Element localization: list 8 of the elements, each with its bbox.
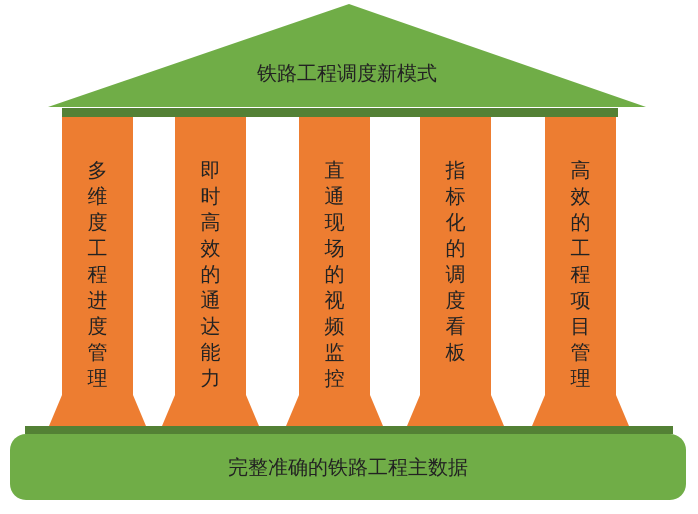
base-label: 完整准确的铁路工程主数据	[227, 454, 469, 481]
roof-label: 铁路工程调度新模式	[256, 60, 438, 87]
pillar-label: 多维度工程进度管理	[87, 157, 108, 391]
base-slab	[10, 434, 686, 500]
pillar-label: 指标化的调度看板	[445, 157, 466, 365]
pillar-label: 直通现场的视频监控	[324, 157, 345, 391]
pillar-label: 即时高效的通达能力	[200, 157, 221, 391]
pillar-label: 高效的工程项目管理	[570, 157, 591, 391]
